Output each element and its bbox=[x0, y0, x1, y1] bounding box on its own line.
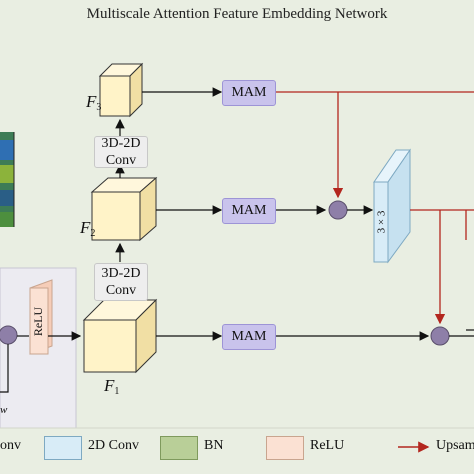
conv3d2d-upper-line2: Conv bbox=[105, 153, 137, 168]
feature-cube-f2 bbox=[90, 176, 158, 242]
legend-conv3d-label: onv bbox=[0, 438, 21, 453]
hyperspectral-cube-icon bbox=[0, 132, 15, 227]
conv3d2d-box-lower: 3D-2D Conv bbox=[94, 263, 148, 301]
conv3d2d-box-upper: 3D-2D Conv bbox=[94, 136, 148, 168]
fusion-node-icon bbox=[328, 200, 348, 220]
relu-label: ReLU bbox=[31, 306, 46, 336]
legend-relu-label: ReLU bbox=[310, 438, 345, 453]
feature-cube-f1 bbox=[82, 298, 158, 374]
legend-bn-label: BN bbox=[204, 438, 224, 453]
relu-label-wrap: ReLU bbox=[30, 288, 48, 354]
feature-label-f1: F1 bbox=[104, 376, 120, 397]
conv3d2d-lower-line2: Conv bbox=[105, 283, 137, 298]
conv2d-3x3-block bbox=[373, 148, 411, 264]
mam-box-f2: MAM bbox=[222, 198, 276, 224]
mam-box-f3: MAM bbox=[222, 80, 276, 106]
diagram-title: Multiscale Attention Feature Embedding N… bbox=[86, 6, 388, 22]
legend-bn-swatch bbox=[160, 436, 198, 460]
feature-label-f3: F3 bbox=[86, 92, 102, 113]
conv2d-label-wrap: 3 × 3 bbox=[374, 182, 388, 262]
relu-block bbox=[29, 287, 49, 355]
legend-conv2d-label: 2D Conv bbox=[88, 438, 139, 453]
feature-cube-f3 bbox=[98, 62, 144, 118]
conv3d2d-upper-line1: 3D-2D bbox=[101, 136, 141, 151]
legend-relu-swatch bbox=[266, 436, 304, 460]
legend-conv2d-swatch bbox=[44, 436, 82, 460]
fusion-node-icon bbox=[430, 326, 450, 346]
input-panel-caption: w bbox=[0, 404, 8, 416]
conv3d2d-lower-line1: 3D-2D bbox=[101, 266, 141, 281]
legend-upsample-label: Upsam bbox=[436, 438, 474, 453]
mam-box-f1: MAM bbox=[222, 324, 276, 350]
feature-label-f2: F2 bbox=[80, 218, 96, 239]
fusion-node-icon bbox=[0, 325, 18, 345]
conv2d-label: 3 × 3 bbox=[375, 210, 387, 234]
